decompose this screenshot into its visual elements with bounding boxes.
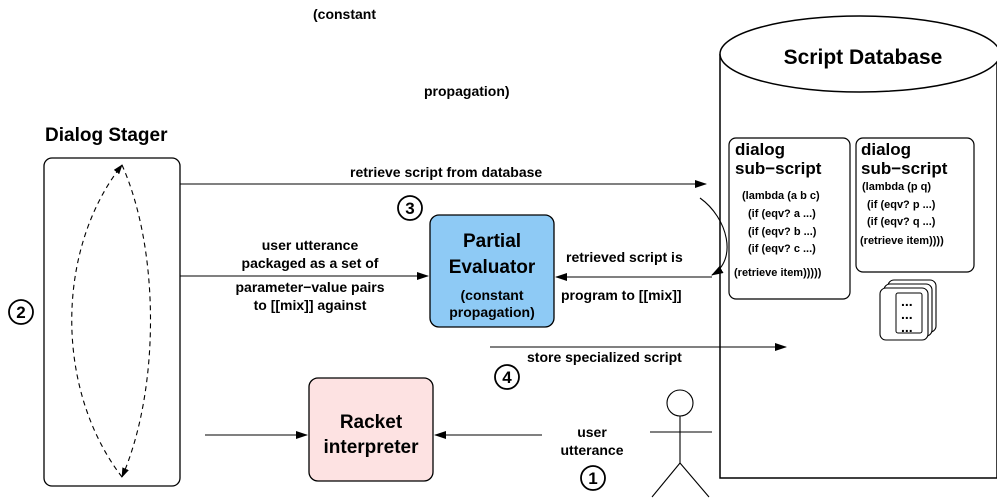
partial-evaluator: Partial Evaluator (constant propagation)…	[397, 195, 555, 328]
retrieve-script-label: retrieve script from database	[350, 164, 542, 180]
subscript-2-code-line: (if (eqv? p ...)	[867, 199, 936, 211]
subscript-1-code-line: (if (eqv? c ...)	[748, 243, 816, 255]
partial-evaluator-sub-2: propagation)	[449, 304, 535, 320]
subscript-2-code-line: (lambda (p q)	[862, 181, 931, 193]
subscript-2-heading-1: dialog	[861, 140, 911, 159]
stack-ellipsis: ...	[901, 293, 913, 309]
stack-card-inner	[895, 292, 923, 334]
subscript-2-code-line: (retrieve item))))	[860, 235, 944, 247]
stick-figure-icon	[650, 389, 712, 498]
packaged-label-line: parameter−value pairs	[235, 279, 384, 295]
database-cylinder-top	[719, 15, 997, 93]
floating-text-propagation: propagation)	[424, 83, 510, 99]
subscript-1-code-line: (if (eqv? b ...)	[748, 226, 817, 238]
retrieved-label-line: program to [[mix]]	[561, 287, 682, 303]
stack-ellipsis: ...	[901, 319, 913, 335]
user-utterance-label-2: utterance	[560, 442, 623, 458]
packaged-label-line: packaged as a set of	[242, 255, 379, 271]
racket-interpreter-box	[308, 377, 434, 482]
subscript-2-box	[855, 137, 975, 273]
subscript-1-box	[728, 137, 851, 300]
step-4-label: 4	[502, 368, 512, 387]
packaged-label-line: user utterance	[262, 237, 359, 253]
partial-evaluator-sub-1: (constant	[461, 287, 524, 303]
store-specialized-label: store specialized script	[527, 349, 682, 365]
dialog-stager: Dialog Stager 2	[8, 125, 181, 487]
stick-figure-leg-right	[679, 462, 710, 498]
racket-title-2: interpreter	[323, 437, 419, 458]
stager-cycle-arrow-right	[121, 164, 151, 478]
racket-title-1: Racket	[340, 412, 403, 433]
subscript-1-heading-1: dialog	[735, 140, 785, 159]
partial-evaluator-title-2: Evaluator	[449, 257, 536, 278]
script-database: Script Database dialog sub−script (lambd…	[719, 15, 997, 479]
subscript-2-code-line: (if (eqv? q ...)	[867, 216, 936, 228]
step-2-badge	[8, 299, 34, 325]
floating-text-constant: (constant	[313, 6, 376, 22]
retrieved-label-line: retrieved script is	[566, 249, 683, 265]
step-2-label: 2	[16, 303, 25, 322]
dialog-stager-box	[43, 157, 181, 487]
packaged-label-line: to [[mix]] against	[254, 297, 367, 313]
stack-ellipsis: ...	[901, 306, 913, 322]
step-1-badge	[580, 465, 606, 491]
step-3-badge	[397, 195, 423, 221]
dialog-subscript-2: dialog sub−script (lambda (p q) (if (eqv…	[855, 137, 975, 273]
more-scripts-stack: ... ... ...	[879, 279, 937, 341]
partial-evaluator-title-1: Partial	[463, 231, 521, 252]
stick-figure-head	[666, 389, 694, 417]
retrieved-script-curve	[699, 197, 728, 276]
racket-interpreter: Racket interpreter	[308, 377, 434, 482]
subscript-1-code-line: (if (eqv? a ...)	[748, 208, 816, 220]
partial-evaluator-box	[429, 214, 555, 328]
step-3-label: 3	[405, 199, 414, 218]
subscript-1-code-line: (retrieve item)))))	[734, 267, 822, 279]
user-utterance-label-1: user	[577, 424, 607, 440]
stager-cycle-arrow-left	[71, 164, 123, 478]
subscript-1-code-line: (lambda (a b c)	[742, 190, 820, 202]
step-4-badge	[494, 364, 520, 390]
dialog-subscript-1: dialog sub−script (lambda (a b c) (if (e…	[728, 137, 851, 300]
subscript-1-heading-2: sub−script	[735, 159, 822, 178]
step-1-label: 1	[588, 469, 597, 488]
stick-figure-leg-left	[651, 462, 681, 498]
dialog-stager-title: Dialog Stager	[45, 125, 168, 146]
database-title: Script Database	[784, 46, 943, 69]
subscript-2-heading-2: sub−script	[861, 159, 948, 178]
